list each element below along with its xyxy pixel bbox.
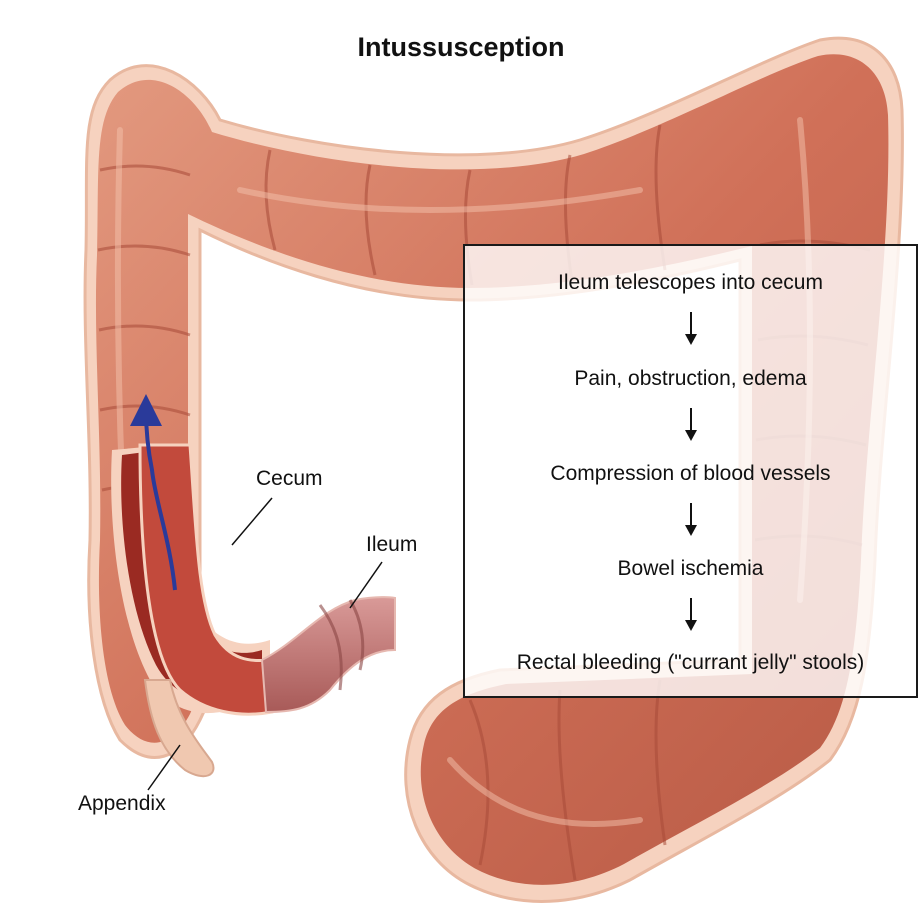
ileum-leader-line [349,561,383,609]
diagram-title: Intussusception [357,32,565,62]
cecum-leader-line [231,497,273,546]
leader-lines [147,497,383,791]
cecum-label: Cecum [256,467,323,490]
telescoping-direction-arrow [130,394,177,591]
flow-step-3: Compression of blood vessels [550,462,831,485]
down-arrow-icon [684,598,697,631]
pathophysiology-flowchart: Ileum telescopes into cecum Pain, obstru… [463,244,918,698]
ileum-label: Ileum [366,533,418,556]
down-arrow-icon [684,408,697,441]
appendix-leader-line [147,744,181,791]
down-arrow-icon [684,503,697,536]
flow-step-2: Pain, obstruction, edema [574,367,807,390]
flow-step-5: Rectal bleeding ("currant jelly" stools) [516,651,865,674]
down-arrow-icon [684,312,697,345]
flow-step-1: Ileum telescopes into cecum [558,271,823,294]
flow-step-4: Bowel ischemia [617,557,764,580]
appendix [143,679,215,778]
appendix-label: Appendix [78,792,166,815]
ileum [260,596,396,714]
